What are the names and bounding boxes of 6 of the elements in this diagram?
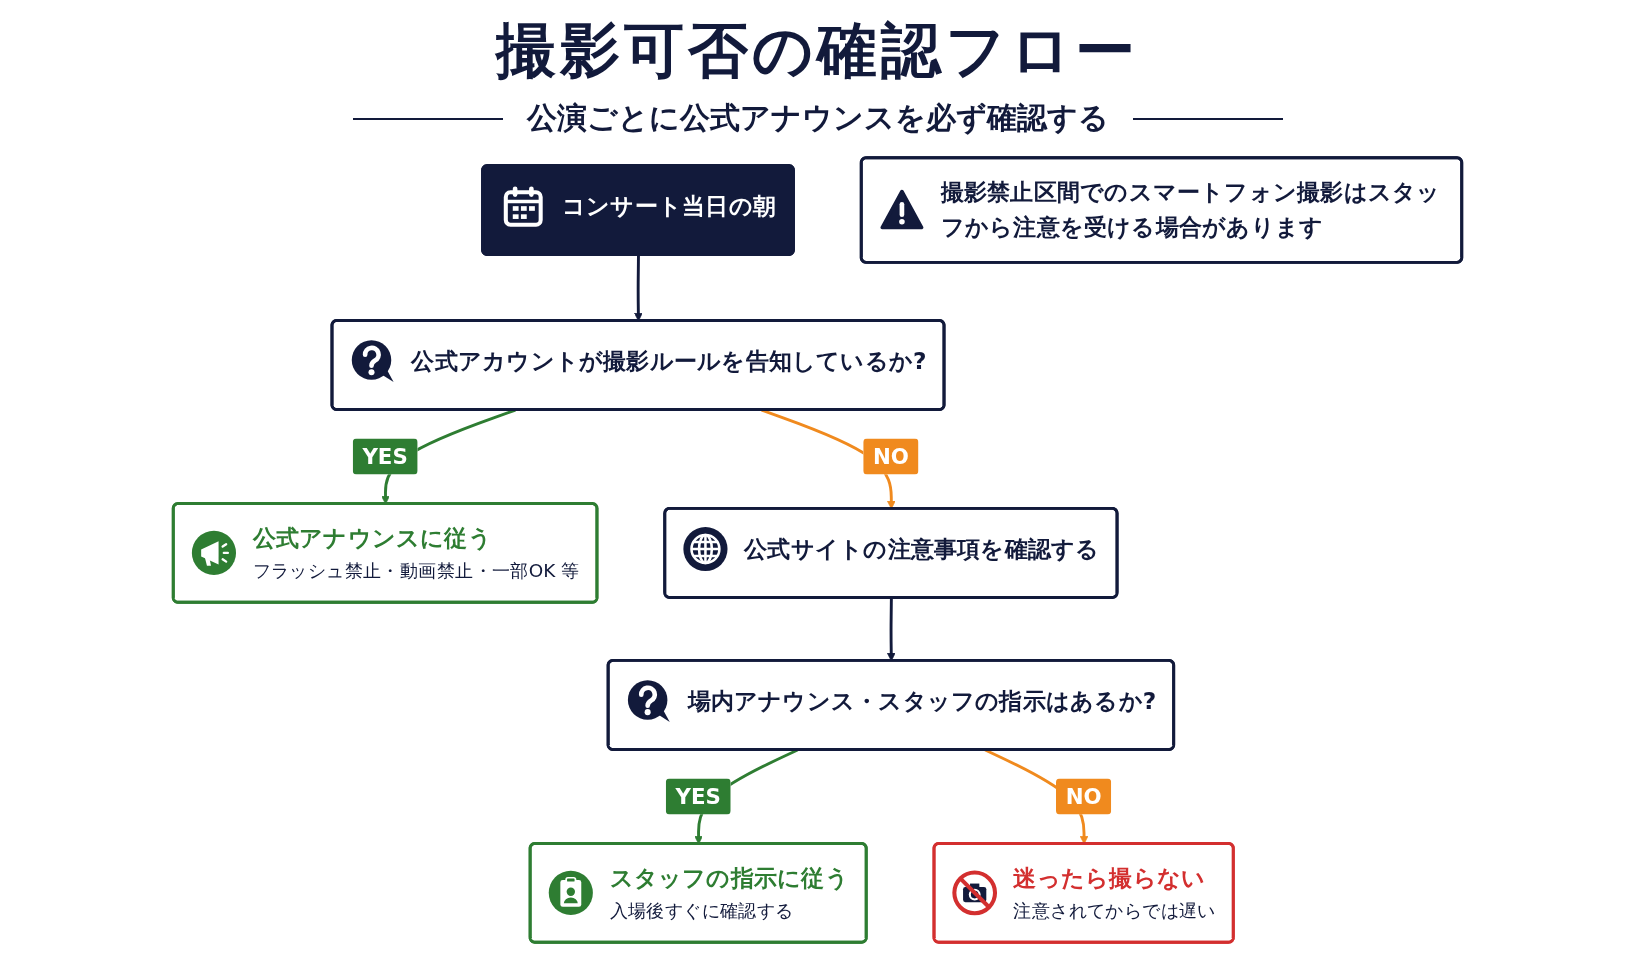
edge-label: YES	[362, 444, 408, 469]
edge-label: NO	[872, 444, 909, 469]
edge-label: YES	[675, 784, 721, 809]
subtitle: 公演ごとに公式アナウンスを必ず確認する	[526, 99, 1109, 137]
edge-label: NO	[1065, 784, 1102, 809]
title: 撮影可否の確認フロー	[496, 14, 1139, 87]
